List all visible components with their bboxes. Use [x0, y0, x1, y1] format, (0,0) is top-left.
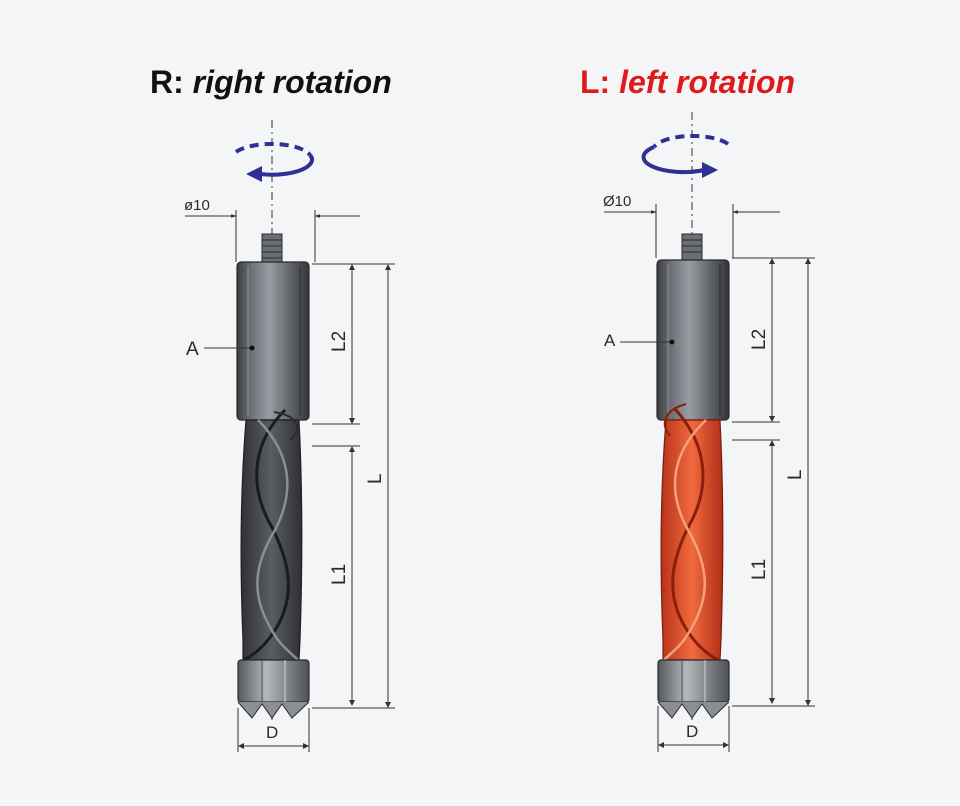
label-l1: L1 — [329, 564, 350, 585]
fluted-body — [240, 419, 303, 661]
rotation-arrow-icon — [641, 133, 730, 178]
label-d: D — [266, 723, 278, 742]
title-right-value: right rotation — [192, 64, 392, 100]
drill-tip — [237, 659, 310, 703]
thread-stud — [681, 233, 703, 261]
label-a: A — [604, 331, 616, 350]
label-l2: L2 — [749, 329, 770, 350]
drill-left-rotation: Ø10 A L2 L1 — [603, 112, 815, 752]
drill-right-rotation: ø10 A L — [184, 120, 395, 752]
label-l1: L1 — [749, 559, 770, 580]
label-l: L — [785, 469, 806, 480]
title-left-rotation: L: left rotation — [580, 64, 795, 101]
title-left-value: left rotation — [619, 64, 796, 100]
title-right-key: R: — [150, 64, 184, 100]
diameter-label: ø10 — [184, 197, 210, 214]
label-d: D — [686, 722, 698, 741]
title-right-rotation: R: right rotation — [150, 64, 392, 101]
label-l: L — [365, 473, 386, 484]
fluted-body — [660, 419, 724, 661]
rotation-arrow-icon — [234, 141, 314, 182]
diameter-label: Ø10 — [603, 193, 631, 210]
label-a: A — [186, 339, 199, 360]
drill-tip — [657, 659, 730, 703]
label-l2: L2 — [329, 331, 350, 352]
title-left-key: L: — [580, 64, 611, 100]
